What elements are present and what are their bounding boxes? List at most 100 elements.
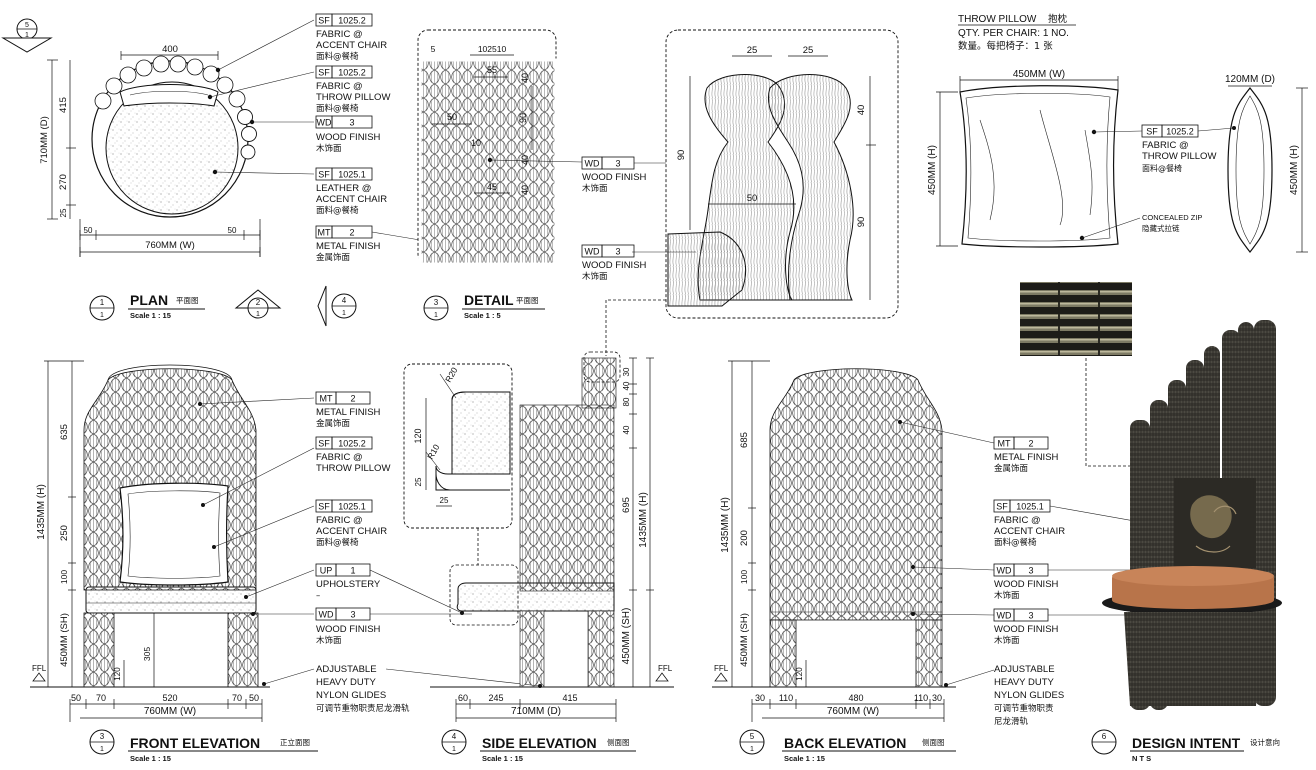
svg-text:THROW PILLOW: THROW PILLOW [316,463,390,474]
plan-pillow [119,84,219,107]
svg-text:MT: MT [320,394,333,404]
svg-text:LEATHER @: LEATHER @ [316,183,371,194]
svg-text:可调节重物职责: 可调节重物职责 [994,703,1054,714]
svg-text:1025.2: 1025.2 [338,439,366,449]
svg-text:120: 120 [795,667,804,681]
svg-text:450MM (H): 450MM (H) [927,145,938,195]
svg-text:5: 5 [25,22,29,29]
svg-text:面料@餐椅: 面料@餐椅 [994,537,1037,548]
svg-text:1: 1 [750,746,754,753]
design-intent-photo [1020,282,1282,710]
svg-text:25: 25 [747,45,758,56]
svg-text:Scale 1 : 15: Scale 1 : 15 [784,754,825,763]
svg-text:450MM (W): 450MM (W) [1013,69,1065,80]
svg-text:抱枕: 抱枕 [1048,13,1068,25]
svg-text:1: 1 [100,746,104,753]
svg-text:400: 400 [162,44,178,55]
svg-text:450MM (SH): 450MM (SH) [739,613,750,667]
svg-text:6: 6 [1102,732,1107,741]
svg-text:Scale 1 : 15: Scale 1 : 15 [130,311,171,320]
svg-text:木饰面: 木饰面 [994,635,1020,646]
svg-text:FABRIC @: FABRIC @ [316,515,363,526]
svg-text:平面图: 平面图 [516,296,539,305]
back-title: 5 1 BACK ELEVATION 侧面图 Scale 1 : 15 [739,729,956,763]
svg-text:25: 25 [59,208,68,217]
svg-text:50: 50 [71,693,81,703]
svg-text:50: 50 [249,693,259,703]
svg-text:–: – [316,591,320,601]
svg-text:40: 40 [520,185,530,195]
svg-text:4: 4 [342,296,347,305]
svg-text:FABRIC @: FABRIC @ [316,81,363,92]
svg-text:1: 1 [452,746,456,753]
front-callout-wood: WD 3 WOOD FINISH 木饰面 [315,607,472,646]
svg-text:数量。每把椅子：1 张: 数量。每把椅子：1 张 [958,40,1053,52]
svg-text:WD: WD [997,566,1012,576]
front-callout-pillow: SF 1025.2 FABRIC @ THROW PILLOW [315,436,390,474]
svg-text:25: 25 [803,45,814,56]
svg-text:50: 50 [228,226,237,235]
svg-text:FABRIC @: FABRIC @ [1142,140,1189,151]
svg-text:120MM (D): 120MM (D) [1225,74,1275,85]
svg-text:450MM (SH): 450MM (SH) [59,613,70,667]
svg-text:ADJUSTABLE: ADJUSTABLE [316,664,377,675]
svg-text:1435MM (H): 1435MM (H) [638,492,649,548]
svg-text:90: 90 [676,150,687,161]
svg-text:SF: SF [318,170,330,180]
svg-text:面料@餐椅: 面料@餐椅 [316,51,359,62]
svg-text:1025.1: 1025.1 [338,502,366,512]
plan-callout-fabric-pillow: SF 1025.2 FABRIC @ THROW PILLOW 面料@餐椅 [315,65,390,114]
svg-text:ADJUSTABLE: ADJUSTABLE [994,664,1055,675]
svg-text:40: 40 [622,381,631,390]
svg-text:1: 1 [434,312,438,319]
svg-text:90: 90 [518,113,528,123]
svg-text:760MM (W): 760MM (W) [145,240,195,251]
svg-text:2: 2 [349,228,354,238]
svg-text:FRONT ELEVATION: FRONT ELEVATION [130,735,260,751]
svg-text:635: 635 [59,424,70,440]
svg-text:Scale 1 : 15: Scale 1 : 15 [482,754,523,763]
plan-callout-fabric-chair: SF 1025.2 FABRIC @ ACCENT CHAIR 面料@餐椅 [315,13,387,62]
detail-view: 5 102510 55 40 50 90 10 40 45 40 [417,29,583,266]
svg-text:1025.2: 1025.2 [338,16,366,26]
svg-text:FABRIC @: FABRIC @ [316,29,363,40]
svg-text:102510: 102510 [478,44,507,54]
svg-text:FABRIC @: FABRIC @ [316,452,363,463]
svg-text:MT: MT [318,228,331,238]
svg-text:WOOD FINISH: WOOD FINISH [994,624,1059,635]
svg-text:10: 10 [471,138,481,148]
section-marker-2: 2 1 [234,289,282,319]
svg-text:正立面图: 正立面图 [280,737,310,747]
svg-text:1: 1 [256,311,260,318]
plan-title: 1 1 PLAN 平面图 Scale 1 : 15 [89,292,205,321]
svg-text:1025.2: 1025.2 [1166,127,1194,137]
svg-text:200: 200 [739,530,750,546]
svg-text:FFL: FFL [658,664,673,673]
svg-text:WOOD FINISH: WOOD FINISH [316,132,381,143]
svg-text:面料@餐椅: 面料@餐椅 [316,537,359,548]
svg-text:侧面图: 侧面图 [607,737,630,747]
plan-callout-leather: SF 1025.1 LEATHER @ ACCENT CHAIR 面料@餐椅 [315,167,387,216]
svg-text:3: 3 [100,732,105,741]
svg-text:METAL FINISH: METAL FINISH [994,452,1059,463]
svg-text:WOOD FINISH: WOOD FINISH [994,579,1059,590]
svg-text:SF: SF [318,502,330,512]
svg-text:N T S: N T S [1132,754,1151,763]
plan-view: 400 710MM (D) 415 270 25 50 50 760MM (W) [39,19,315,257]
svg-text:3: 3 [350,610,355,620]
svg-text:WD: WD [585,247,600,257]
svg-text:THROW PILLOW: THROW PILLOW [958,14,1037,25]
svg-text:90: 90 [856,217,867,228]
svg-text:SF: SF [1146,127,1158,137]
svg-text:710MM (D): 710MM (D) [39,116,50,164]
svg-text:QTY. PER CHAIR: 1 NO.: QTY. PER CHAIR: 1 NO. [958,28,1069,39]
front-callout-glides: ADJUSTABLE HEAVY DUTY NYLON GLIDES 可调节重物… [316,664,542,714]
svg-text:100: 100 [59,570,69,584]
detail-title: 3 1 DETAIL 平面图 Scale 1 : 5 [423,292,545,321]
svg-text:WD: WD [585,159,600,169]
svg-text:金属饰面: 金属饰面 [316,252,351,263]
svg-text:1: 1 [100,298,105,307]
svg-text:木饰面: 木饰面 [316,143,342,154]
svg-text:480: 480 [848,693,863,703]
